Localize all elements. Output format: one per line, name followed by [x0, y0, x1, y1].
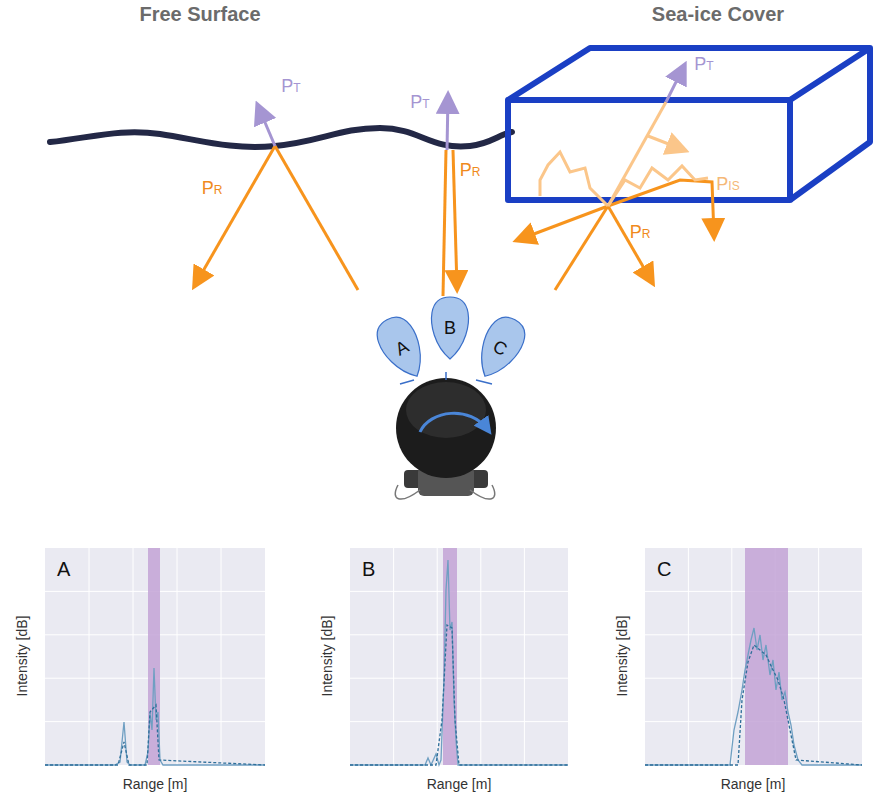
power-label: PR [202, 178, 223, 199]
panel-letter: B [362, 558, 375, 581]
panel-letter: A [57, 558, 70, 581]
heading: Free Surface [139, 3, 260, 26]
power-label: PT [694, 54, 713, 75]
plot-area [45, 548, 862, 765]
sea-surface [50, 128, 512, 147]
beam-lobe: B [430, 297, 470, 359]
beam-lobe: A [369, 310, 434, 385]
power-label: PIS [716, 174, 739, 195]
axis-label: Range [m] [427, 776, 492, 792]
axis-label: Intensity [dB] [319, 616, 335, 697]
axis-label: Range [m] [123, 776, 188, 792]
ice-block [508, 48, 870, 200]
power-label: PR [630, 222, 651, 243]
axis-label: Intensity [dB] [14, 616, 30, 697]
power-label: PT [410, 92, 429, 113]
beam-lobe: C [467, 310, 532, 385]
plot-panel: A [45, 548, 265, 765]
panel-letter: C [657, 558, 671, 581]
lobe-letter: B [444, 318, 456, 339]
plot-panel: B [350, 548, 568, 765]
plot-panel: C [645, 548, 862, 765]
axis-label: Range [m] [721, 776, 786, 792]
power-label: PR [460, 160, 481, 181]
ray [195, 66, 714, 296]
robot [395, 372, 496, 499]
heading: Sea-ice Cover [652, 3, 784, 26]
power-label: PT [281, 76, 300, 97]
axis-label: Intensity [dB] [614, 616, 630, 697]
